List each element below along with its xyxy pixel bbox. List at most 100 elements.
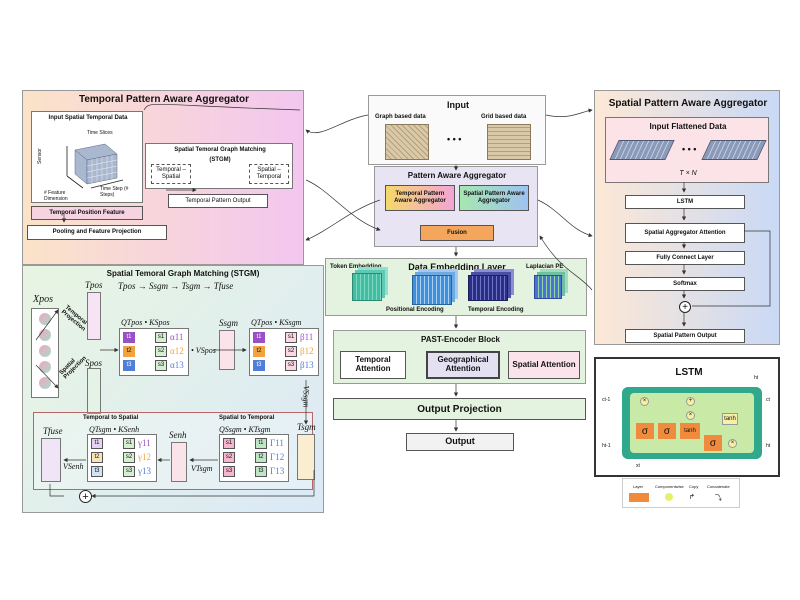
temporal-encoding-tensor bbox=[468, 275, 508, 301]
temporal-encoding-label: Temporal Encoding bbox=[468, 307, 524, 313]
flat-tensor-left bbox=[609, 140, 675, 160]
temporal-position-feature: Temporal Position Feature bbox=[31, 206, 143, 220]
gamma-13: γ13 bbox=[138, 466, 151, 476]
tfuse-column bbox=[41, 438, 61, 482]
tpa-stgm-abbr: (STGM) bbox=[209, 157, 231, 163]
s3-chip: s3 bbox=[155, 360, 167, 371]
beta-12: β12 bbox=[300, 346, 314, 356]
beta-11: β11 bbox=[300, 332, 314, 342]
output-multiply-icon: × bbox=[728, 439, 737, 448]
encoder-panel: PAST-Encoder Block Temporal Attention Ge… bbox=[333, 330, 586, 384]
sensor-label: Sensor bbox=[37, 148, 43, 164]
graph-data-map bbox=[385, 124, 429, 160]
encoder-title: PAST-Encoder Block bbox=[421, 335, 500, 344]
v-spos-label: • VSpos bbox=[191, 346, 216, 355]
fusion-box: Fusion bbox=[420, 225, 494, 241]
q-tpos-k-spos-label: QTpos • KSpos bbox=[121, 318, 170, 327]
xpos-dot bbox=[39, 345, 51, 357]
spa-title: Spatial Pattern Aware Aggregator bbox=[608, 98, 768, 109]
s3-chip: s3 bbox=[285, 360, 297, 371]
spos-label: Spos bbox=[85, 358, 103, 368]
cell-tanh: tanh bbox=[722, 413, 738, 425]
tpa-title: Temporal Pattern Aware Aggregator bbox=[78, 94, 250, 105]
spa-plus-icon: + bbox=[679, 301, 691, 313]
q-tsgm-k-senh-label: QTsgm • KSenh bbox=[89, 425, 140, 434]
t2-chip: t2 bbox=[123, 346, 135, 357]
spa-lstm-box: LSTM bbox=[625, 195, 745, 209]
tpos-column bbox=[87, 292, 101, 340]
temporal-pattern-output: Temporal Pattern Output bbox=[168, 194, 268, 208]
t1-chip: t1 bbox=[123, 332, 135, 343]
xpos-dot bbox=[39, 377, 51, 389]
input-gate-sigma: σ bbox=[658, 423, 676, 439]
output-projection-box: Output Projection bbox=[333, 398, 586, 420]
xpos-dot bbox=[39, 361, 51, 373]
spa-dims: T × N bbox=[679, 170, 697, 177]
embedding-title: Data Embedding Layer bbox=[408, 262, 506, 272]
laplacian-pe-label: Laplacian PE bbox=[526, 264, 564, 270]
input-dots: • • • bbox=[447, 134, 462, 144]
h-t-label: ht bbox=[766, 443, 771, 449]
legend: Layer Componentwise Copy ↱ Concatenate ⤵ bbox=[622, 478, 740, 508]
positional-encoding-tensor bbox=[412, 275, 452, 305]
spa-attention-box: Spatial Aggregator Attention bbox=[625, 223, 745, 243]
spa-panel: Spatial Pattern Aware Aggregator Input F… bbox=[594, 90, 780, 345]
s3-chip: s3 bbox=[123, 466, 135, 477]
legend-copy-label: Copy bbox=[689, 484, 699, 489]
t3-chip: t3 bbox=[255, 466, 267, 477]
alpha-13: α13 bbox=[170, 360, 184, 370]
q-tpos-k-ssgm-label: QTpos • KSsgm bbox=[251, 318, 302, 327]
tpa-input-title: Input Spatial Temporal Data bbox=[48, 115, 128, 121]
ssgm-label: Ssgm bbox=[219, 318, 239, 328]
grid-data-map bbox=[487, 124, 531, 160]
v-senh-label: VSenh bbox=[63, 462, 84, 471]
paa-spatial-box: Spatial Pattern Aware Aggregator bbox=[459, 185, 529, 211]
c-t-label: ct bbox=[766, 397, 770, 403]
legend-componentwise-label: Componentwise bbox=[655, 484, 684, 489]
spatial-to-temporal-label: Spatial to Temporal bbox=[219, 415, 275, 421]
legend-concatenate-label: Concatenate bbox=[707, 484, 730, 489]
spa-fc-box: Fully Connect Layer bbox=[625, 251, 745, 265]
v-ssgm-label: VSsgm bbox=[301, 385, 311, 408]
legend-copy-icon: ↱ bbox=[689, 494, 695, 501]
input-panel: Input Graph based data Grid based data •… bbox=[368, 95, 546, 165]
alpha-11: α11 bbox=[170, 332, 184, 342]
paa-panel: Pattern Aware Aggregator Temporal Patter… bbox=[374, 166, 538, 247]
t1-chip: t1 bbox=[255, 438, 267, 449]
stgm-formula: Tpos → Ssgm → Tsgm → Tfuse bbox=[118, 281, 234, 291]
t1-chip: t1 bbox=[253, 332, 265, 343]
spa-input-title: Input Flattened Data bbox=[649, 122, 727, 131]
data-cube-icon bbox=[66, 143, 124, 189]
time-slices-label: Time Slices bbox=[87, 130, 113, 136]
alpha-12: α12 bbox=[170, 346, 184, 356]
t3-chip: t3 bbox=[123, 360, 135, 371]
time-steps-label: Time Step (# Steps) bbox=[100, 186, 129, 198]
s1-chip: s1 bbox=[155, 332, 167, 343]
embedding-panel: Data Embedding Layer Token Embedding Lap… bbox=[325, 258, 587, 316]
beta-13: β13 bbox=[300, 360, 314, 370]
paa-title: Pattern Aware Aggregator bbox=[407, 171, 507, 180]
tpos-label: Tpos bbox=[85, 280, 103, 290]
t2-chip: t2 bbox=[253, 346, 265, 357]
s1-chip: s1 bbox=[123, 438, 135, 449]
pooling-feature-projection: Pooling and Feature Projection bbox=[27, 225, 167, 240]
s1-chip: s1 bbox=[223, 438, 235, 449]
stgm-title: Spatial Temoral Graph Matching (STGM) bbox=[106, 269, 260, 278]
s2-chip: s2 bbox=[155, 346, 167, 357]
spa-output-box: Spatial Pattern Output bbox=[625, 329, 745, 343]
gamma-11: γ11 bbox=[138, 438, 151, 448]
s2-chip: s2 bbox=[223, 452, 235, 463]
forget-gate-sigma: σ bbox=[636, 423, 654, 439]
forget-multiply-icon: × bbox=[640, 397, 649, 406]
geographical-attention-box: Geographical Attention bbox=[426, 351, 500, 379]
spatial-attention-box: Spatial Attention bbox=[508, 351, 580, 379]
spos-column bbox=[87, 368, 101, 414]
xpos-dot bbox=[39, 313, 51, 325]
h-prev-label: ht-1 bbox=[602, 443, 611, 449]
xpos-dot bbox=[39, 329, 51, 341]
x-t-label: xt bbox=[636, 463, 640, 469]
positional-encoding-label: Positional Encoding bbox=[386, 307, 444, 313]
temporal-attention-box: Temporal Attention bbox=[340, 351, 406, 379]
s2-chip: s2 bbox=[123, 452, 135, 463]
Gamma-12: Γ12 bbox=[270, 452, 285, 462]
